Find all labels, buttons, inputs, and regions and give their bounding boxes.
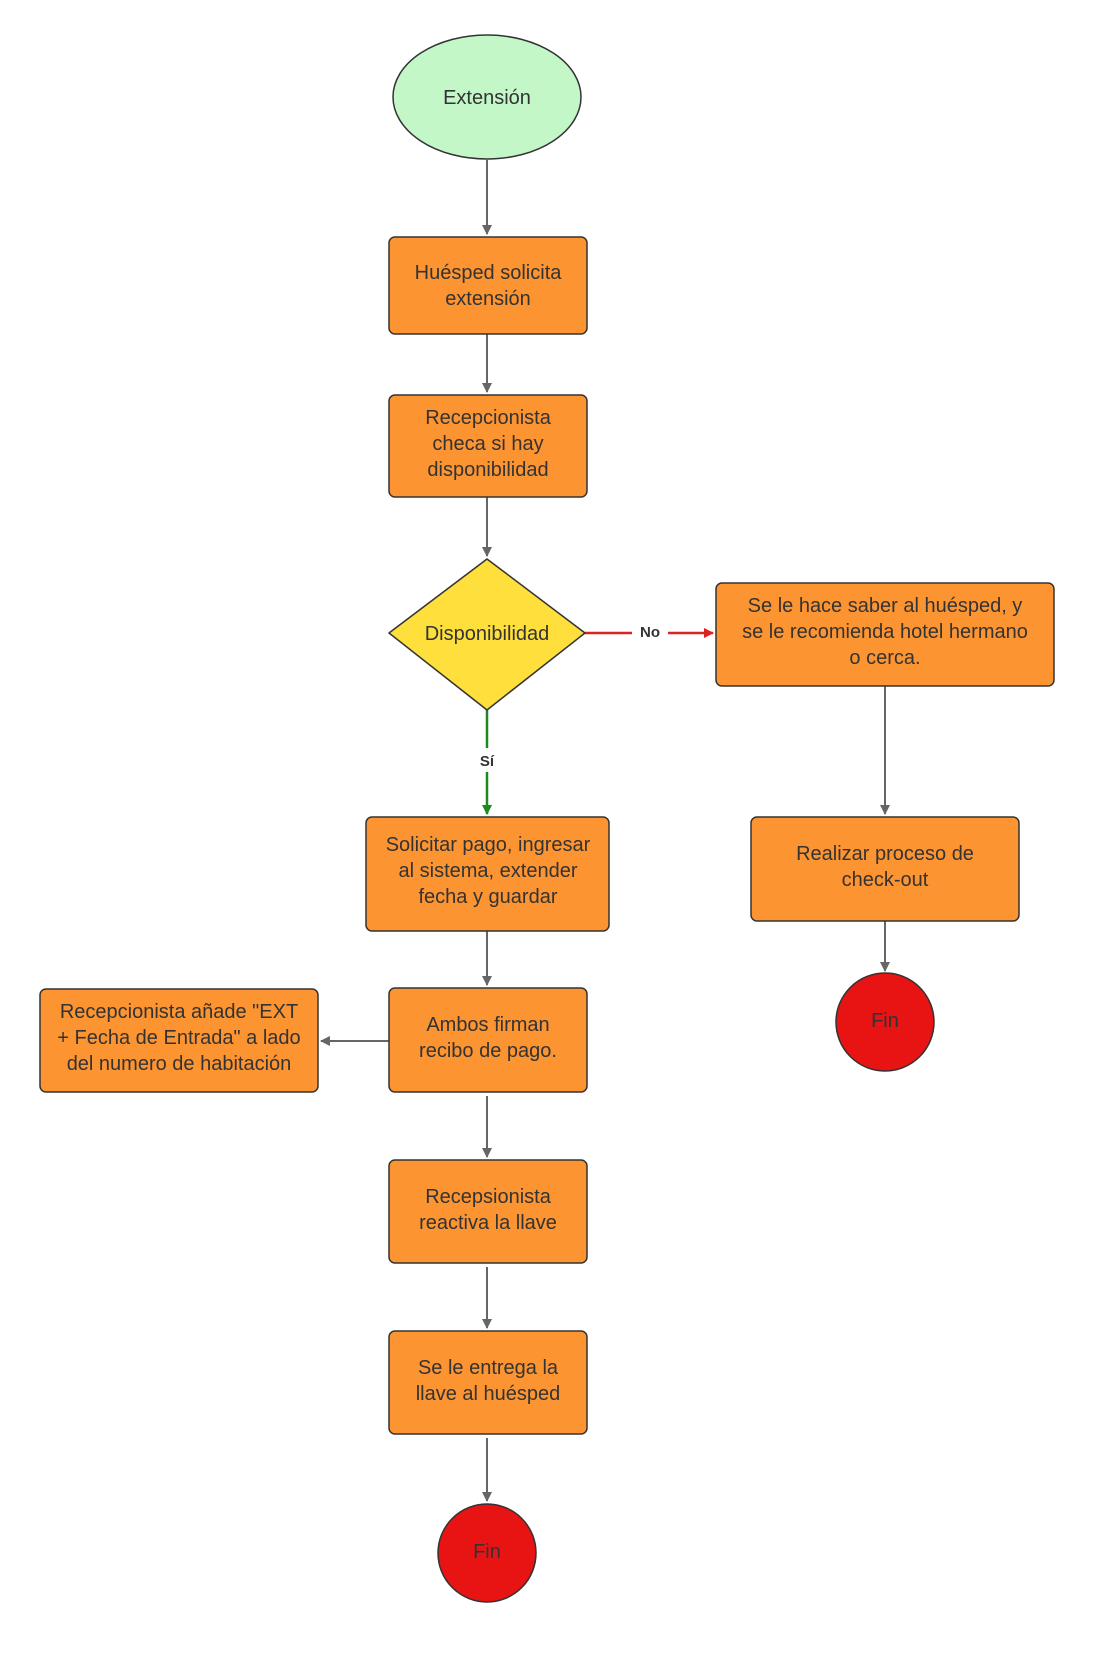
node-text-line: reactiva la llave — [419, 1212, 557, 1234]
process-reactivate-key: Recepsionista reactiva la llave — [388, 1159, 588, 1264]
node-text-line: + Fecha de Entrada" a lado — [57, 1027, 300, 1049]
node-text-line: del numero de habitación — [67, 1053, 292, 1075]
process-sign-receipt-label: Ambos firman recibo de pago. — [419, 1014, 557, 1062]
node-text-line: llave al huésped — [416, 1383, 561, 1405]
process-check-availability: Recepcionista checa si hay disponibilidad — [388, 394, 588, 498]
process-no-availability-label: Se le hace saber al huésped, y se le reco… — [742, 595, 1028, 669]
process-add-ext-label: Recepcionista añade "EXT + Fecha de Entra… — [57, 1001, 300, 1075]
edge-label-no-bg — [632, 621, 668, 643]
node-text-line: Extensión — [443, 87, 531, 109]
node-text-line: recibo de pago. — [419, 1040, 557, 1062]
process-payment-label: Solicitar pago, ingresar al sistema, exte… — [386, 834, 591, 908]
decision-availability: Disponibilidad — [388, 558, 586, 711]
node-text-line: Recepcionista — [425, 407, 552, 429]
node-text-line: fecha y guardar — [419, 886, 558, 908]
process-sign-receipt: Ambos firman recibo de pago. — [388, 987, 588, 1093]
start-node: Extensión — [392, 34, 582, 160]
end-node-bottom-label: Fin — [473, 1541, 501, 1563]
node-text-line: Se le entrega la — [418, 1357, 559, 1379]
decision-availability-label: Disponibilidad — [425, 623, 550, 645]
process-checkout: Realizar proceso de check-out — [750, 816, 1020, 922]
end-node-right: Fin — [835, 972, 935, 1072]
process-payment: Solicitar pago, ingresar al sistema, exte… — [365, 816, 610, 932]
edges: No Sí — [320, 160, 890, 1502]
node-text-line: check-out — [842, 869, 929, 891]
node-text-line: Ambos firman — [426, 1014, 549, 1036]
node-text-line: checa si hay — [432, 433, 543, 455]
process-request-extension: Huésped solicita extensión — [388, 236, 588, 335]
node-text-line: Realizar proceso de — [796, 843, 974, 865]
edge-label-yes-bg — [473, 748, 501, 772]
end-node-bottom: Fin — [437, 1503, 537, 1603]
node-text-line: o cerca. — [849, 647, 920, 669]
node-text-line: al sistema, extender — [399, 860, 578, 882]
process-no-availability: Se le hace saber al huésped, y se le reco… — [715, 582, 1055, 687]
node-text-line: se le recomienda hotel hermano — [742, 621, 1028, 643]
edge-label-yes: Sí — [480, 753, 495, 770]
node-text-line: Fin — [871, 1010, 899, 1032]
node-text-line: Fin — [473, 1541, 501, 1563]
process-checkout-label: Realizar proceso de check-out — [796, 843, 974, 891]
edge-label-no: No — [640, 624, 660, 641]
node-text-line: disponibilidad — [427, 459, 548, 481]
process-deliver-key-label: Se le entrega la llave al huésped — [416, 1357, 561, 1405]
node-text-line: Se le hace saber al huésped, y — [748, 595, 1023, 617]
node-text-line: Huésped solicita — [415, 262, 563, 284]
start-node-label: Extensión — [443, 87, 531, 109]
end-node-right-label: Fin — [871, 1010, 899, 1032]
process-check-availability-label: Recepcionista checa si hay disponibilidad — [425, 407, 552, 481]
node-text-line: extensión — [445, 288, 531, 310]
nodes: Extensión Huésped solicita extensión Rece… — [39, 34, 1055, 1603]
node-text-line: Disponibilidad — [425, 623, 550, 645]
process-reactivate-key-label: Recepsionista reactiva la llave — [419, 1186, 557, 1234]
process-request-extension-label: Huésped solicita extensión — [415, 262, 563, 310]
node-text-line: Recepcionista añade "EXT — [60, 1001, 298, 1023]
process-deliver-key: Se le entrega la llave al huésped — [388, 1330, 588, 1435]
node-text-line: Recepsionista — [425, 1186, 552, 1208]
process-add-ext: Recepcionista añade "EXT + Fecha de Entra… — [39, 988, 319, 1093]
node-text-line: Solicitar pago, ingresar — [386, 834, 591, 856]
